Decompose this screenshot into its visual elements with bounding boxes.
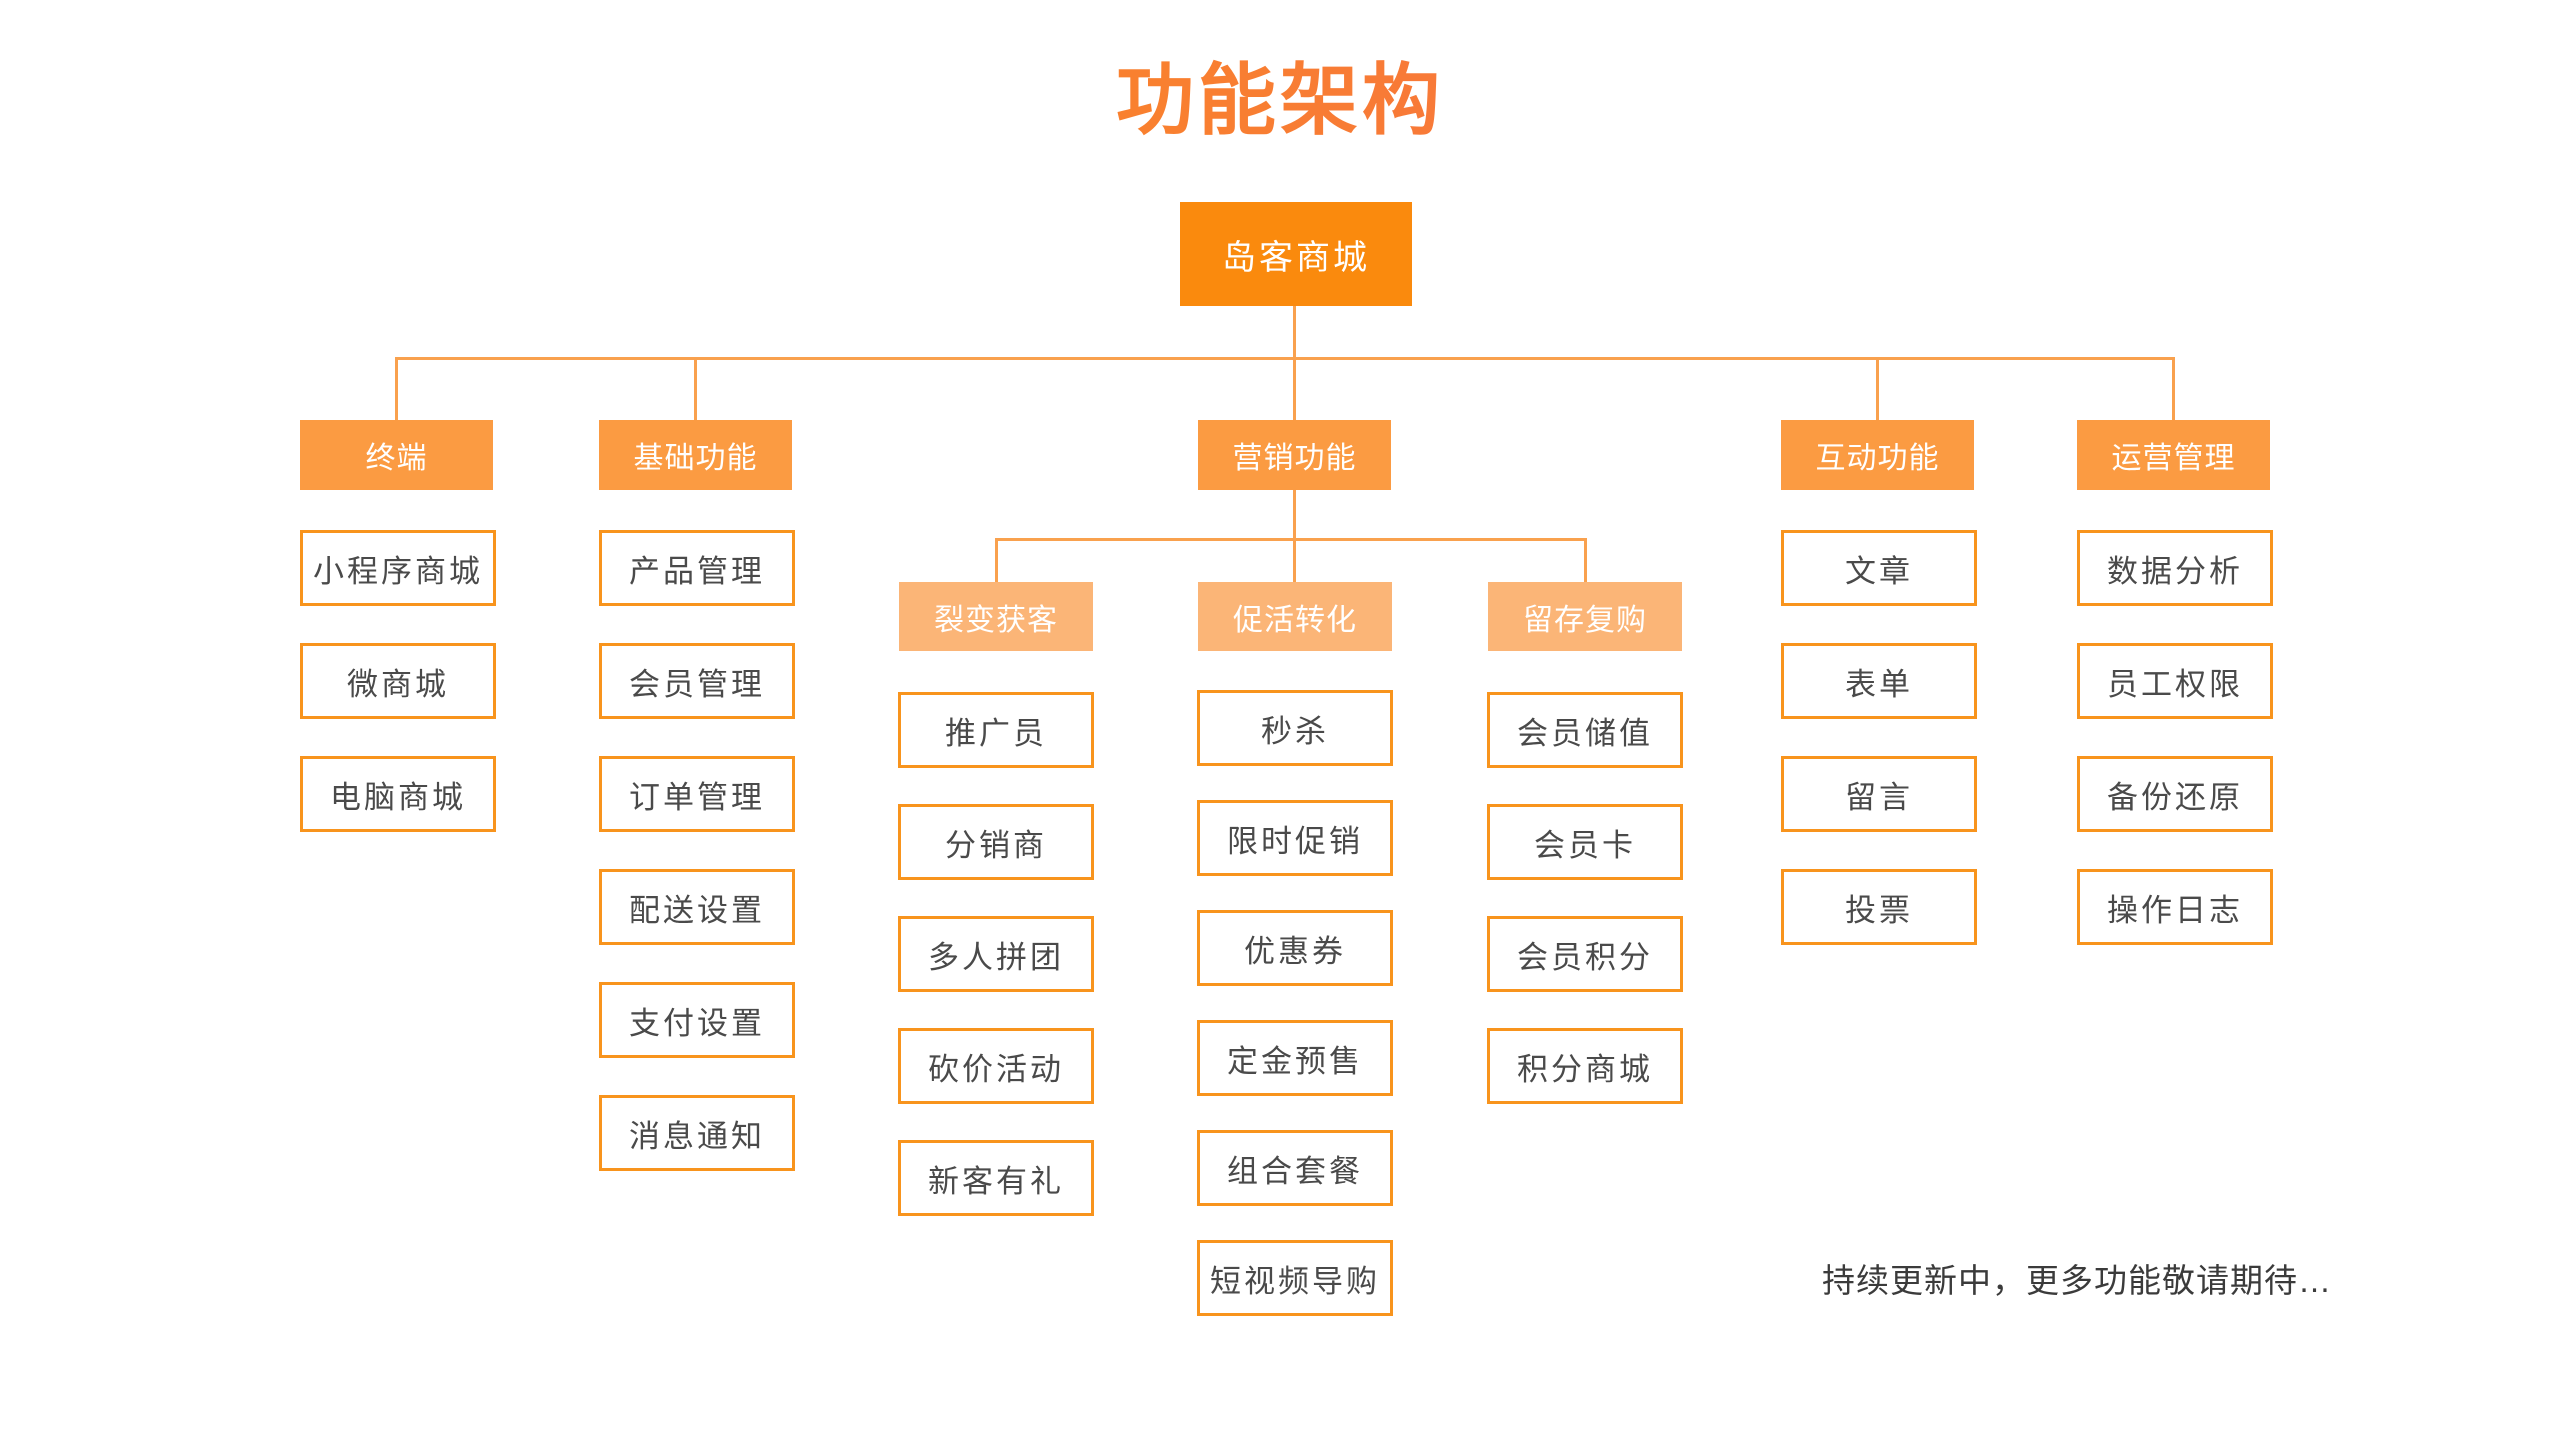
branch-marketing: 营销功能 <box>1198 420 1391 490</box>
leaf-product-management: 产品管理 <box>599 530 795 606</box>
connector-stub-activation <box>1293 538 1296 584</box>
leaf-limited-time-promo: 限时促销 <box>1197 800 1393 876</box>
connector-root-vertical <box>1293 306 1296 359</box>
connector-groups-horizontal <box>995 538 1587 541</box>
leaf-promoter: 推广员 <box>898 692 1094 768</box>
leaf-group-buying: 多人拼团 <box>898 916 1094 992</box>
leaf-member-management: 会员管理 <box>599 643 795 719</box>
leaf-forms: 表单 <box>1781 643 1977 719</box>
leaf-operation-log: 操作日志 <box>2077 869 2273 945</box>
leaf-pc-mall: 电脑商城 <box>300 756 496 832</box>
connector-stub-terminal <box>395 357 398 421</box>
leaf-distributor: 分销商 <box>898 804 1094 880</box>
page-title: 功能架构 <box>0 38 2560 150</box>
leaf-comments: 留言 <box>1781 756 1977 832</box>
leaf-bargain-activity: 砍价活动 <box>898 1028 1094 1104</box>
leaf-articles: 文章 <box>1781 530 1977 606</box>
leaf-member-points: 会员积分 <box>1487 916 1683 992</box>
group-retention-repurchase: 留存复购 <box>1488 582 1682 651</box>
connector-stub-retention <box>1584 538 1587 584</box>
branch-operations: 运营管理 <box>2077 420 2270 490</box>
branch-basic-functions: 基础功能 <box>599 420 792 490</box>
connector-stub-basic <box>694 357 697 421</box>
leaf-data-analysis: 数据分析 <box>2077 530 2273 606</box>
leaf-backup-restore: 备份还原 <box>2077 756 2273 832</box>
root-node-mall: 岛客商城 <box>1180 202 1412 306</box>
leaf-micro-mall: 微商城 <box>300 643 496 719</box>
leaf-member-stored-value: 会员储值 <box>1487 692 1683 768</box>
leaf-coupon: 优惠券 <box>1197 910 1393 986</box>
leaf-new-customer-gift: 新客有礼 <box>898 1140 1094 1216</box>
leaf-short-video-shopping: 短视频导购 <box>1197 1240 1393 1316</box>
leaf-mini-program-mall: 小程序商城 <box>300 530 496 606</box>
leaf-member-card: 会员卡 <box>1487 804 1683 880</box>
leaf-points-mall: 积分商城 <box>1487 1028 1683 1104</box>
leaf-delivery-settings: 配送设置 <box>599 869 795 945</box>
connector-marketing-vertical <box>1293 490 1296 540</box>
connector-level2-horizontal <box>395 357 2175 360</box>
group-fission-acquisition: 裂变获客 <box>899 582 1093 651</box>
connector-stub-fission <box>995 538 998 584</box>
group-activation-conversion: 促活转化 <box>1198 582 1392 651</box>
leaf-payment-settings: 支付设置 <box>599 982 795 1058</box>
leaf-deposit-presale: 定金预售 <box>1197 1020 1393 1096</box>
branch-terminal: 终端 <box>300 420 493 490</box>
leaf-message-notification: 消息通知 <box>599 1095 795 1171</box>
leaf-combo-package: 组合套餐 <box>1197 1130 1393 1206</box>
footer-note: 持续更新中，更多功能敬请期待… <box>1822 1262 2332 1299</box>
connector-stub-interaction <box>1876 357 1879 421</box>
leaf-flash-sale: 秒杀 <box>1197 690 1393 766</box>
leaf-staff-permissions: 员工权限 <box>2077 643 2273 719</box>
connector-stub-operations <box>2172 357 2175 421</box>
connector-stub-marketing <box>1293 357 1296 421</box>
leaf-order-management: 订单管理 <box>599 756 795 832</box>
leaf-voting: 投票 <box>1781 869 1977 945</box>
branch-interaction: 互动功能 <box>1781 420 1974 490</box>
